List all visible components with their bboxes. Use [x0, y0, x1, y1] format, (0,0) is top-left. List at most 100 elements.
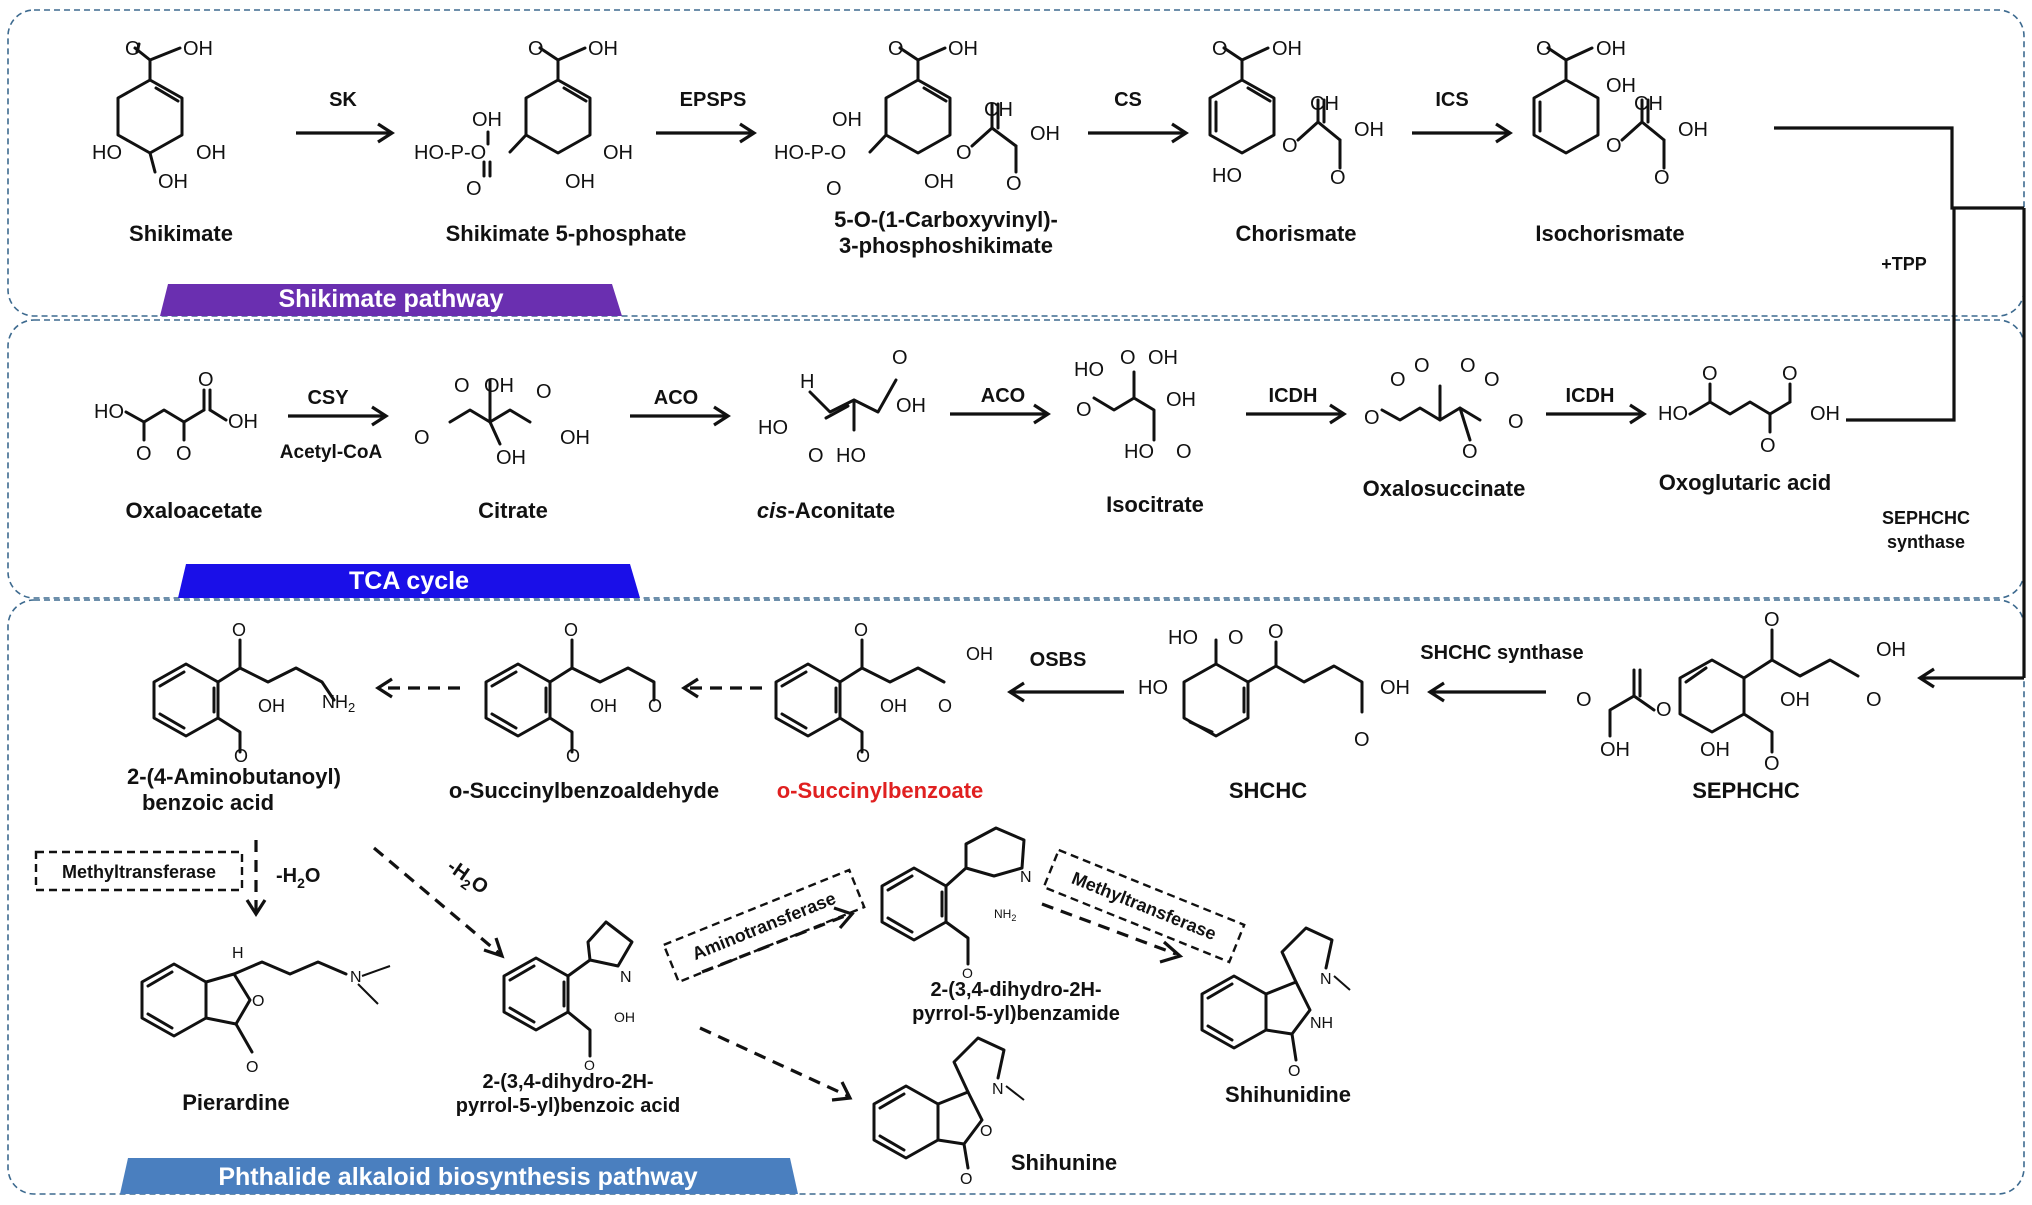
enzyme-methyltransferase-1: Methyltransferase — [62, 862, 216, 882]
compound-isochorismate: Isochorismate — [1535, 221, 1684, 246]
pierardine-structure: O O H N — [140, 945, 391, 1076]
atom-o: O — [528, 38, 544, 60]
atom-oh: OH — [228, 411, 258, 433]
arrowhead — [1159, 940, 1184, 964]
atom-n: N — [1020, 869, 1032, 886]
atom-o: O — [1764, 753, 1780, 775]
atom-oh: OH — [258, 696, 285, 716]
atom-ho: HO — [758, 417, 788, 439]
atom-phosphate: HO-P-O — [774, 142, 846, 164]
cosubstrate-acetyl-coa: Acetyl-CoA — [280, 442, 383, 463]
compound-shikimate-5-phosphate: Shikimate 5-phosphate — [446, 221, 687, 246]
atom-ho: HO — [1168, 627, 1198, 649]
aminobutanoyl-benzoic-acid-structure: O NH2 OH O — [152, 620, 355, 766]
connector-isochorismate — [1774, 126, 2024, 210]
compound-sephchc: SEPHCHC — [1692, 778, 1800, 803]
atom-oh: OH — [1272, 38, 1302, 60]
tca-cycle-band: TCA cycle — [178, 564, 640, 598]
compound-dpb-amide-line1: 2-(3,4-dihydro-2H- — [930, 979, 1101, 1001]
atom-o: O — [536, 381, 552, 403]
dpb-benzamide-structure: N NH2 O — [880, 826, 1032, 981]
atom-o: O — [1120, 347, 1136, 369]
atom-o: O — [1462, 441, 1478, 463]
atom-n: N — [350, 969, 362, 986]
atom-n: N — [992, 1081, 1004, 1098]
compound-isocitrate: Isocitrate — [1106, 492, 1204, 517]
atom-o: O — [1390, 369, 1406, 391]
arrowhead — [375, 677, 393, 699]
atom-o: O — [1268, 621, 1284, 643]
enzyme-shchc-synthase: SHCHC synthase — [1420, 642, 1583, 664]
atom-o: O — [854, 620, 868, 640]
atom-o: O — [232, 620, 246, 640]
shikimate-5-phosphate-structure: O OH OH OH HO-P-O OH O — [414, 38, 633, 200]
atom-o: O — [1576, 689, 1592, 711]
cofactor-tpp: +TPP — [1881, 254, 1927, 274]
atom-o: O — [1212, 38, 1228, 60]
atom-o: O — [1076, 399, 1092, 421]
compound-o-succinylbenzoaldehyde: o-Succinylbenzoaldehyde — [449, 778, 719, 803]
connector-oxoglutaric — [1846, 208, 1956, 422]
atom-o: O — [1702, 363, 1718, 385]
enzyme-cs: CS — [1114, 89, 1142, 111]
arrowhead — [831, 1081, 853, 1102]
atom-oh: OH — [1596, 38, 1626, 60]
atom-o: O — [960, 1171, 972, 1188]
atom-o: O — [1288, 1063, 1300, 1080]
atom-oh: OH — [832, 109, 862, 131]
arrowhead — [371, 405, 389, 427]
enzyme-aco-2: ACO — [981, 385, 1025, 407]
phthalide-band-label: Phthalide alkaloid biosynthesis pathway — [218, 1163, 697, 1191]
shikimate-section-frame — [7, 9, 2025, 317]
sephchc-structure: O OH O OH O OH O O OH — [1576, 609, 1906, 775]
arrowhead — [483, 937, 505, 959]
atom-o: O — [980, 1123, 992, 1140]
atom-oh: OH — [472, 109, 502, 131]
enzyme-icdh-2: ICDH — [1566, 385, 1615, 407]
atom-oh: OH — [183, 38, 213, 60]
arrowhead — [1427, 681, 1445, 703]
atom-o: O — [1606, 135, 1622, 157]
compound-shihunidine: Shihunidine — [1225, 1082, 1351, 1107]
atom-nh2: NH2 — [322, 692, 355, 715]
arrowhead — [1007, 681, 1025, 703]
atom-ho: HO — [1138, 677, 1168, 699]
enzyme-icdh-1: ICDH — [1269, 385, 1318, 407]
methyltransferase-box-2: Methyltransferase — [1042, 848, 1246, 964]
atom-nh: NH — [1310, 1015, 1333, 1032]
atom-o: O — [234, 746, 248, 766]
compound-aminobutanoyl-line2: benzoic acid — [142, 790, 274, 815]
atom-oh: OH — [880, 696, 907, 716]
atom-oh: OH — [1700, 739, 1730, 761]
compound-cis-aconitate: cis-Aconitate — [757, 498, 895, 523]
atom-ho: HO — [1658, 403, 1688, 425]
atom-oh: OH — [1780, 689, 1810, 711]
shihunine-structure: N O O — [872, 1036, 1025, 1188]
atom-ho: HO — [1212, 165, 1242, 187]
compound-shchc: SHCHC — [1229, 778, 1307, 803]
atom-oh: OH — [924, 171, 954, 193]
shikimate-structure: O OH HO OH OH — [92, 38, 226, 193]
arrowhead — [377, 122, 395, 144]
atom-ho: HO — [92, 142, 122, 164]
atom-ho: HO — [836, 445, 866, 467]
compound-oxoglutaric-acid: Oxoglutaric acid — [1659, 470, 1831, 495]
arrow-dashed-to-shihunine — [699, 1026, 849, 1098]
atom-oh: OH — [1354, 119, 1384, 141]
oxaloacetate-structure: HO O O O OH — [94, 369, 258, 465]
arrowhead — [1329, 403, 1347, 425]
atom-oh: OH — [1166, 389, 1196, 411]
atom-o: O — [1364, 407, 1380, 429]
oxalosuccinate-structure: O O O O O O O — [1364, 355, 1524, 463]
arrowhead — [245, 899, 267, 917]
compound-shihunine: Shihunine — [1011, 1150, 1117, 1175]
atom-o: O — [1484, 369, 1500, 391]
atom-o: O — [1282, 135, 1298, 157]
atom-o: O — [808, 445, 824, 467]
compound-o-succinylbenzoate: o-Succinylbenzoate — [777, 778, 984, 803]
atom-oh: OH — [196, 142, 226, 164]
atom-o: O — [956, 142, 972, 164]
atom-o: O — [136, 443, 152, 465]
atom-nh2: NH2 — [994, 907, 1016, 923]
atom-ch2: CH — [1634, 93, 1663, 115]
